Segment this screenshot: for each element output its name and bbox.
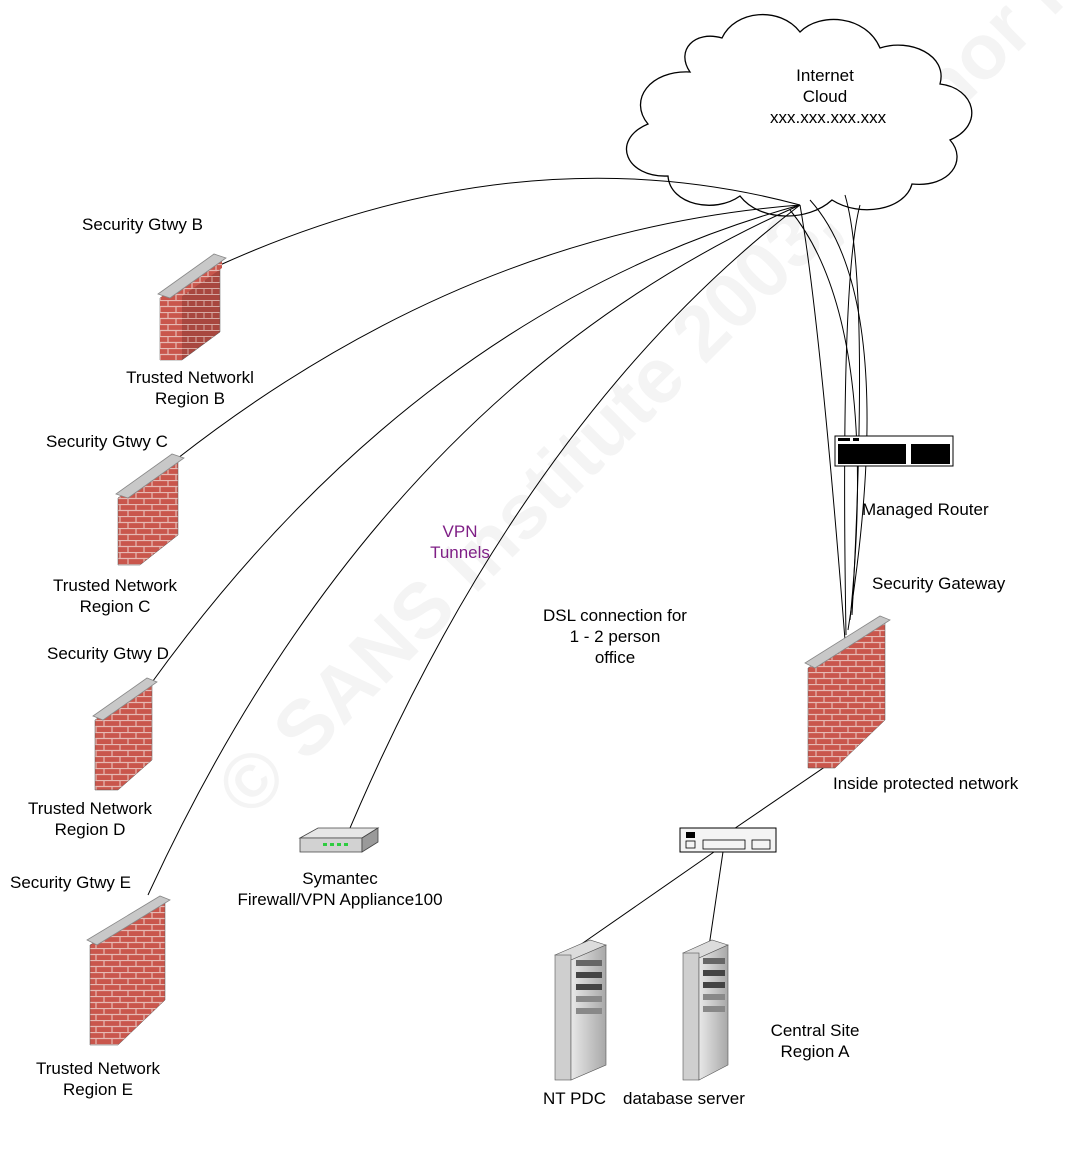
managed-router-icon (834, 435, 954, 467)
switch-to-pdc (579, 844, 725, 946)
central-site-label: Central Site Region A (770, 1021, 860, 1061)
tunnel-to-gtwy-e (147, 204, 801, 896)
internet-cloud-icon (625, 13, 973, 217)
vpn-tunnel-lines (147, 177, 868, 961)
nt-pdc-server-icon (554, 939, 607, 1081)
firewall-icon-gtwy-c (115, 453, 185, 566)
managed-router-label: Managed Router (862, 500, 989, 519)
database-server-label: database server (623, 1089, 745, 1108)
network-d-label: Trusted Network Region D (27, 799, 153, 839)
firewall-icon-gtwy-e (86, 895, 171, 1046)
vpn-tunnels-label: VPN Tunnels (430, 522, 490, 562)
gateway-d-label: Security Gtwy D (47, 644, 169, 663)
tunnel-to-gateway-3 (809, 199, 868, 631)
appliance-label: Symantec Firewall/VPN Appliance100 (237, 869, 443, 909)
gateway-e-label: Security Gtwy E (10, 873, 131, 892)
database-server-icon (682, 939, 729, 1081)
network-switch-icon (679, 827, 777, 853)
tunnel-to-gtwy-d (149, 204, 801, 686)
gateway-c-label: Security Gtwy C (46, 432, 168, 451)
network-e-label: Trusted Network Region E (35, 1059, 161, 1099)
tunnel-to-gateway-5 (844, 204, 861, 636)
tunnel-to-gtwy-c (177, 204, 801, 459)
firewall-icon-central-gateway (804, 615, 891, 769)
tunnel-to-gtwy-b (219, 177, 801, 266)
network-b-label: Trusted Networkl Region B (126, 368, 254, 408)
dsl-connection-label: DSL connection for 1 - 2 person office (543, 606, 687, 667)
gateway-b-label: Security Gtwy B (82, 215, 203, 234)
network-c-label: Trusted Network Region C (52, 576, 178, 616)
nt-pdc-label: NT PDC (543, 1089, 606, 1108)
security-gateway-label: Security Gateway (872, 574, 1006, 593)
inside-network-label: Inside protected network (833, 774, 1019, 793)
firewall-icon-gtwy-d (92, 677, 158, 791)
firewall-appliance-icon (298, 827, 380, 853)
tunnel-to-appliance (341, 204, 801, 848)
internet-cloud-label: Internet Cloud xxx.xxx.xxx.xxx (770, 66, 887, 127)
gateway-to-switch (724, 759, 836, 836)
tunnel-to-gateway-4 (844, 194, 861, 616)
tunnel-to-gateway-1 (799, 204, 846, 641)
firewall-icon-gtwy-b (157, 253, 227, 361)
